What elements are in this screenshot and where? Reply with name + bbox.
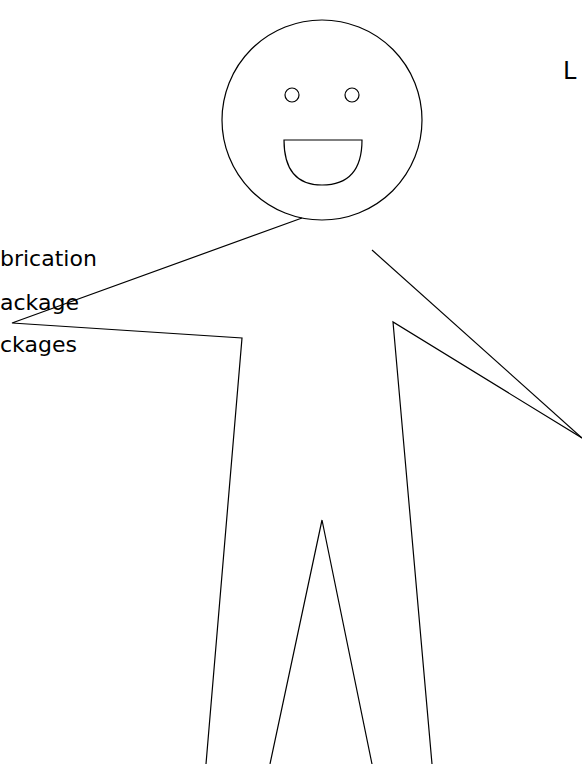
legs-inner bbox=[270, 520, 372, 764]
slide-text: ckages bbox=[0, 332, 77, 357]
slide-text: ackage bbox=[0, 290, 79, 315]
slide-text: L bbox=[563, 58, 576, 86]
smile bbox=[284, 140, 362, 185]
eye bbox=[345, 88, 359, 102]
eye bbox=[285, 88, 299, 102]
right-arm bbox=[372, 250, 582, 438]
body-right bbox=[393, 322, 582, 764]
head-circle bbox=[222, 20, 422, 220]
slide-text: brication bbox=[0, 246, 97, 271]
